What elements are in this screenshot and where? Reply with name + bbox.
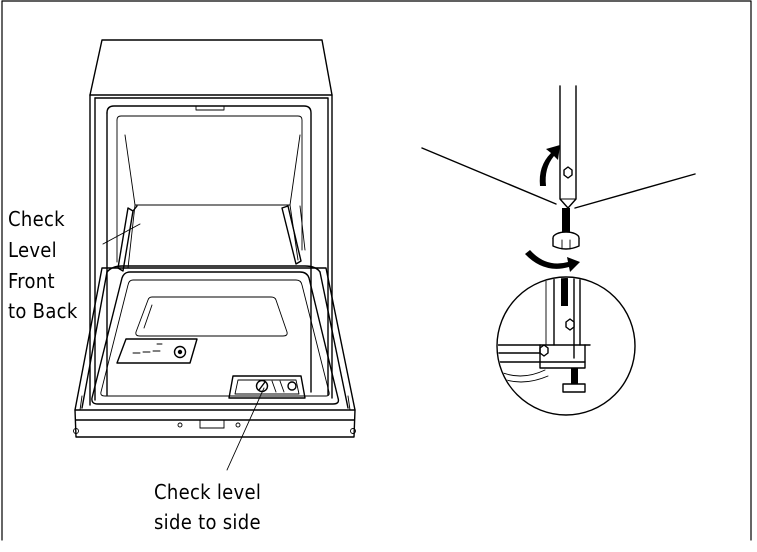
leader-front-back	[102, 223, 141, 245]
magnified-leg-detail	[496, 276, 636, 416]
leader-side-side	[226, 387, 265, 471]
figure-frame	[1, 0, 752, 541]
rotate-arrow-icon	[525, 145, 580, 272]
leveling-leg-drawing	[421, 85, 696, 250]
label-front-back: Check Level Front to Back	[8, 207, 78, 323]
dishwasher-drawing	[73, 39, 356, 438]
label-side-side: Check level side to side	[154, 480, 267, 534]
